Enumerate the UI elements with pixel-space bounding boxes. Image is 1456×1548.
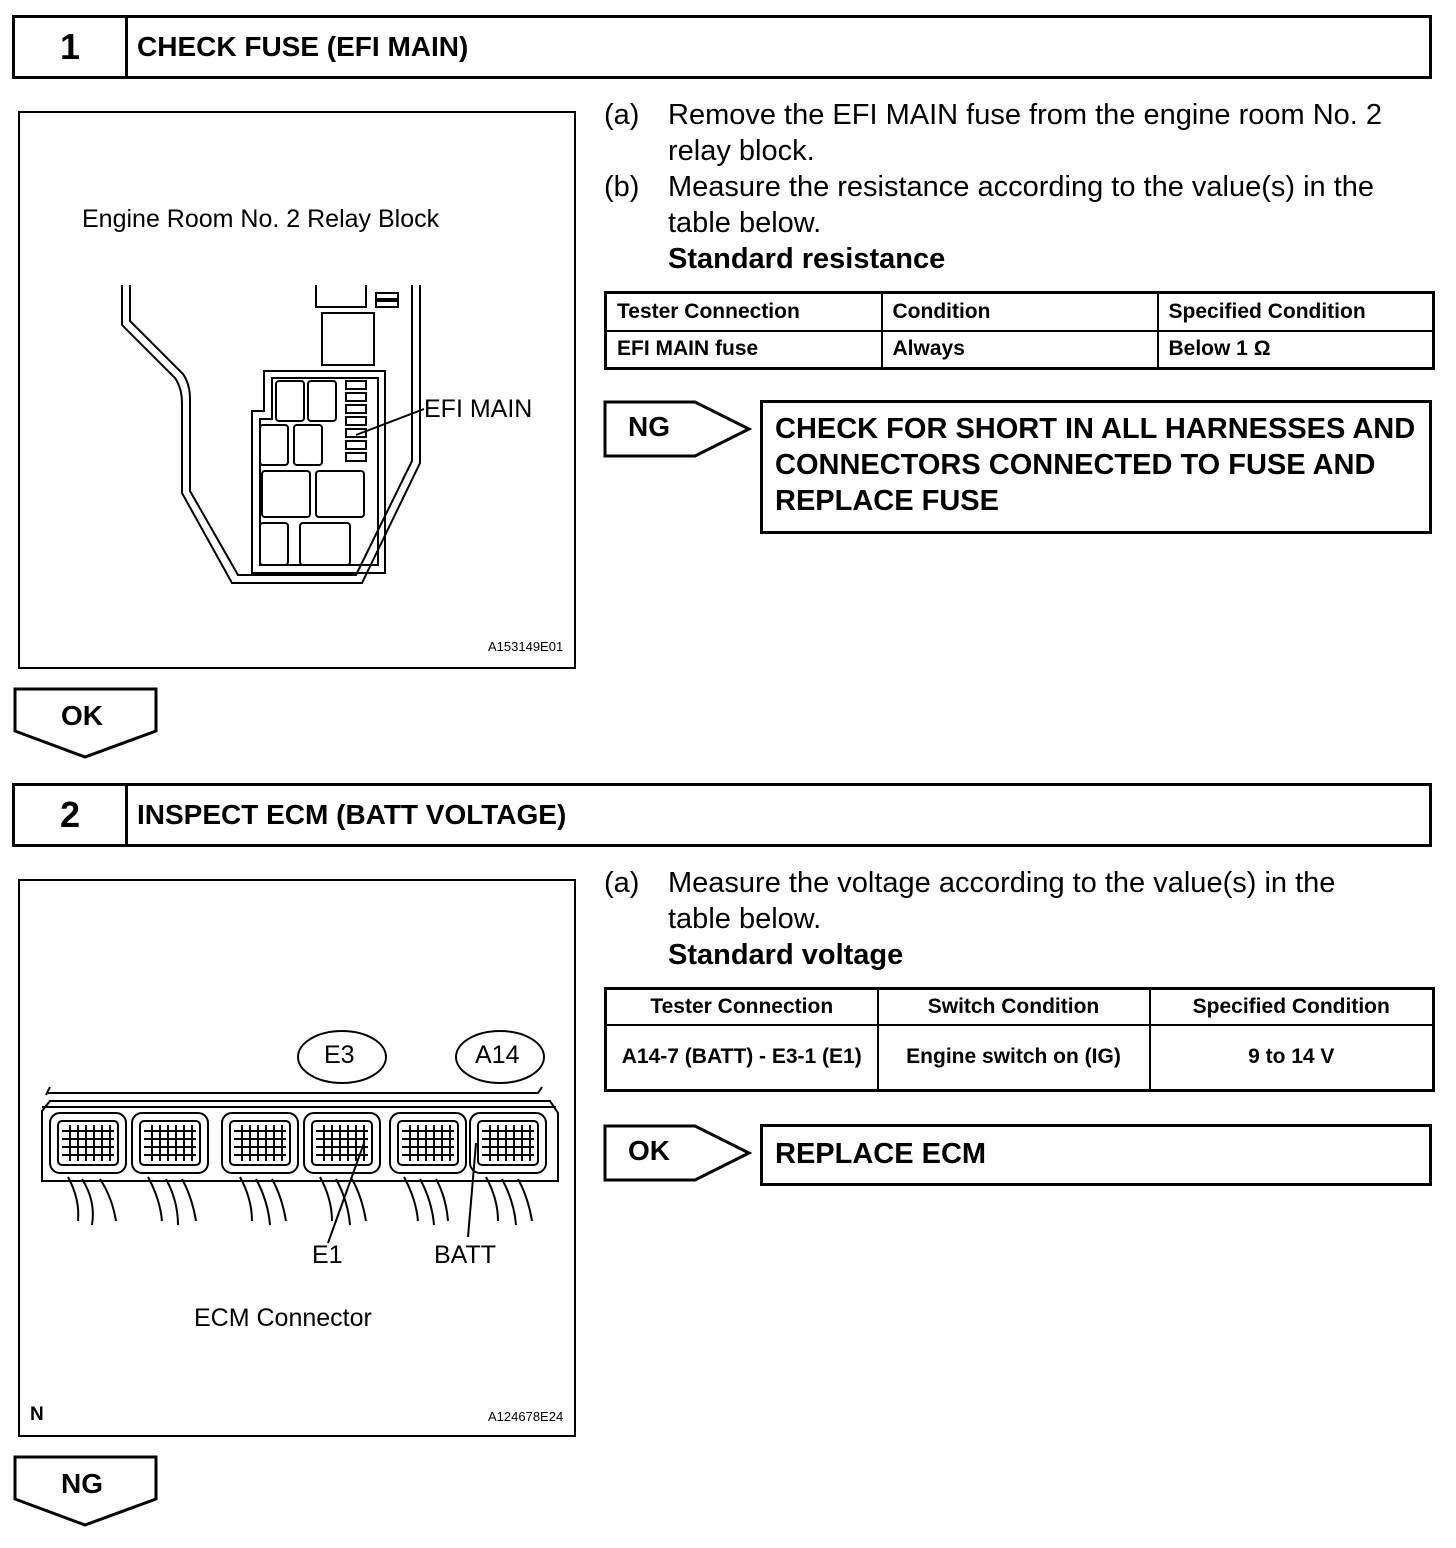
ng-label: NG (61, 1468, 103, 1499)
instruction-text: Measure the voltage according to the val… (668, 867, 1336, 935)
table-row: EFI MAIN fuse Always Below 1 Ω (604, 329, 1435, 370)
standard-heading: Standard voltage (668, 939, 904, 971)
table-cell: EFI MAIN fuse (604, 329, 883, 370)
relay-block-figure: Engine Room No. 2 Relay Block EFI MAIN A… (18, 111, 576, 669)
ecm-connector-drawing (41, 1030, 559, 1244)
ok-result-box: REPLACE ECM (760, 1124, 1432, 1186)
figure-id: A153149E01 (488, 639, 564, 654)
step-2-title: INSPECT ECM (BATT VOLTAGE) (137, 799, 567, 830)
table-header-cell: Specified Condition (1148, 987, 1435, 1026)
step-2-number: 2 (15, 786, 128, 844)
ng-arrow-icon (603, 400, 753, 458)
resistance-table: Tester Connection Condition Specified Co… (604, 291, 1435, 370)
ecm-connector-caption: ECM Connector (194, 1304, 372, 1332)
step-1-number: 1 (15, 18, 128, 76)
table-cell: Engine switch on (IG) (876, 1023, 1151, 1092)
standard-heading: Standard resistance (668, 243, 946, 275)
efi-main-callout: EFI MAIN (424, 395, 533, 423)
step-2-header: 2 INSPECT ECM (BATT VOLTAGE) (12, 783, 1432, 847)
ok-arrow-icon (603, 1124, 753, 1182)
step-1-title: CHECK FUSE (EFI MAIN) (137, 31, 469, 62)
table-cell: 9 to 14 V (1148, 1023, 1435, 1092)
instruction-tag: (b) (604, 171, 640, 203)
relay-block-drawing (121, 285, 425, 584)
instruction-tag: (a) (604, 867, 640, 899)
pin-batt-label: BATT (434, 1241, 497, 1269)
pin-e1-label: E1 (312, 1241, 343, 1269)
step-1-header: 1 CHECK FUSE (EFI MAIN) (12, 15, 1432, 79)
ng-result-box: CHECK FOR SHORT IN ALL HARNESSES AND CON… (760, 400, 1432, 534)
ng-down-arrow-icon (13, 1455, 158, 1527)
connector-a14-label: A14 (475, 1041, 520, 1069)
table-cell: Always (880, 329, 1159, 370)
ok-label: OK (61, 700, 103, 731)
instruction-text: Remove the EFI MAIN fuse from the engine… (668, 99, 1383, 167)
ok-down-arrow-icon (13, 687, 158, 759)
step-1-instructions: (a) Remove the EFI MAIN fuse from the en… (604, 97, 1424, 277)
table-header-row: Tester Connection Condition Specified Co… (604, 291, 1435, 332)
figure-id: A124678E24 (488, 1409, 564, 1424)
voltage-table: Tester Connection Switch Condition Speci… (604, 987, 1435, 1092)
ecm-connector-figure: E3 A14 E1 BATT ECM Connector N A124678E2… (18, 879, 576, 1437)
table-header-cell: Tester Connection (604, 291, 883, 332)
relay-block-caption: Engine Room No. 2 Relay Block (82, 205, 440, 233)
corner-mark: N (30, 1404, 44, 1425)
table-header-cell: Switch Condition (876, 987, 1151, 1026)
table-row: A14-7 (BATT) - E3-1 (E1) Engine switch o… (604, 1023, 1435, 1092)
table-cell: A14-7 (BATT) - E3-1 (E1) (604, 1023, 879, 1092)
table-header-cell: Condition (880, 291, 1159, 332)
table-header-row: Tester Connection Switch Condition Speci… (604, 987, 1435, 1026)
instruction-tag: (a) (604, 99, 640, 131)
table-header-cell: Tester Connection (604, 987, 879, 1026)
instruction-text: Measure the resistance according to the … (668, 171, 1375, 239)
ok-label: OK (628, 1135, 670, 1166)
connector-e3-label: E3 (324, 1041, 355, 1069)
step-2-instructions: (a) Measure the voltage according to the… (604, 865, 1424, 975)
table-cell: Below 1 Ω (1156, 329, 1435, 370)
table-header-cell: Specified Condition (1156, 291, 1435, 332)
ng-label: NG (628, 411, 670, 442)
